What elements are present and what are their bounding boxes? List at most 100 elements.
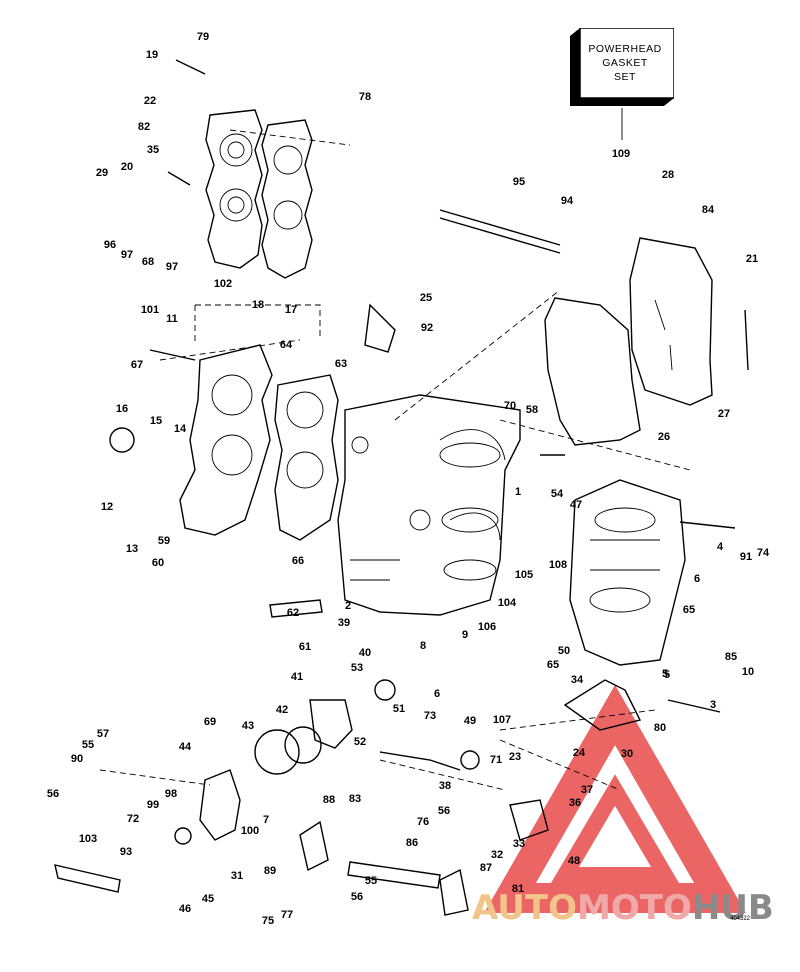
callout-50: 50 (558, 645, 570, 657)
linkage-parts (54, 59, 749, 916)
watermark-auto: AUTO (472, 888, 577, 928)
callout-95: 95 (513, 176, 525, 188)
callout-37: 37 (581, 784, 593, 796)
callout-10: 10 (742, 666, 754, 678)
callout-97: 97 (121, 249, 133, 261)
callout-93: 93 (120, 846, 132, 858)
callout-49: 49 (464, 715, 476, 727)
gasket-line-2: GASKET (602, 57, 648, 69)
callout-101: 101 (141, 304, 159, 316)
callout-94: 94 (561, 195, 574, 207)
callout-18: 18 (252, 299, 264, 311)
callout-79: 79 (197, 31, 209, 43)
callout-36: 36 (569, 797, 581, 809)
callout-2: 2 (345, 600, 351, 612)
callout-48: 48 (568, 855, 580, 867)
callout-88: 88 (323, 794, 335, 806)
callout-19: 19 (146, 49, 158, 61)
callout-83: 83 (349, 793, 361, 805)
callout-17: 17 (285, 304, 297, 316)
callout-63: 63 (335, 358, 347, 370)
callout-73: 73 (424, 710, 436, 722)
callout-26: 26 (658, 431, 670, 443)
callout-52: 52 (354, 736, 366, 748)
callout-90: 90 (71, 753, 83, 765)
gasket-set-label: POWERHEAD GASKET SET (578, 42, 672, 84)
callout-55: 55 (365, 875, 377, 887)
gasket-63 (274, 374, 339, 541)
callout-103: 103 (79, 833, 97, 845)
watermark-moto: MOTO (576, 888, 692, 928)
callout-98: 98 (165, 788, 177, 800)
callout-59: 59 (158, 535, 170, 547)
crankcase-half (569, 479, 686, 666)
callout-67: 67 (131, 359, 143, 371)
callout-51: 51 (393, 703, 405, 715)
callout-89: 89 (264, 865, 276, 877)
callout-91: 91 (740, 551, 752, 563)
callout-76: 76 (417, 816, 429, 828)
callout-78: 78 (359, 91, 371, 103)
watermark-triangle (484, 684, 746, 913)
callout-45: 45 (202, 893, 214, 905)
callout-4: 4 (717, 541, 724, 553)
watermark-text: AUTOMOTOHUB (472, 888, 774, 928)
callout-25: 25 (420, 292, 432, 304)
callout-41: 41 (291, 671, 303, 683)
callout-97: 97 (166, 261, 178, 273)
callout-44: 44 (179, 741, 192, 753)
callout-70: 70 (504, 400, 516, 412)
callout-53: 53 (351, 662, 363, 674)
callout-68: 68 (142, 256, 154, 268)
callout-6: 6 (694, 573, 700, 585)
drawing-code: 404322 (730, 916, 751, 922)
callout-57: 57 (97, 728, 109, 740)
callout-28: 28 (662, 169, 674, 181)
callout-3: 3 (710, 699, 716, 711)
callout-85: 85 (725, 651, 737, 663)
callout-99: 99 (147, 799, 159, 811)
callout-82: 82 (138, 121, 150, 133)
callout-22: 22 (144, 95, 156, 107)
callout-46: 46 (179, 903, 191, 915)
callout-5: 5 (664, 669, 670, 681)
callout-80: 80 (654, 722, 666, 734)
callout-65: 65 (683, 604, 695, 616)
callout-106: 106 (478, 621, 496, 633)
exhaust-gasket (544, 297, 641, 446)
callout-23: 23 (509, 751, 521, 763)
callout-66: 66 (292, 555, 304, 567)
callout-64: 64 (280, 339, 293, 351)
cylinder-head (205, 109, 263, 269)
watermark-hub: HUB (691, 888, 774, 928)
callout-30: 30 (621, 748, 633, 760)
callout-1: 1 (515, 486, 521, 498)
callout-34: 34 (571, 674, 584, 686)
callout-62: 62 (287, 607, 299, 619)
callout-24: 24 (573, 747, 586, 759)
gasket-line-1: POWERHEAD (588, 43, 662, 55)
bypass-cover (179, 344, 273, 536)
callout-77: 77 (281, 909, 293, 921)
callout-100: 100 (241, 825, 259, 837)
callout-71: 71 (490, 754, 502, 766)
callout-104: 104 (498, 597, 517, 609)
callout-29: 29 (96, 167, 108, 179)
callout-39: 39 (338, 617, 350, 629)
callout-55: 55 (82, 739, 94, 751)
callout-86: 86 (406, 837, 418, 849)
callout-65: 65 (547, 659, 559, 671)
callout-21: 21 (746, 253, 758, 265)
callout-102: 102 (214, 278, 232, 290)
callout-92: 92 (421, 322, 433, 334)
callout-8: 8 (420, 640, 426, 652)
callout-87: 87 (480, 862, 492, 874)
callout-108: 108 (549, 559, 567, 571)
callout-74: 74 (757, 547, 770, 559)
callout-61: 61 (299, 641, 311, 653)
callout-12: 12 (101, 501, 113, 513)
callout-13: 13 (126, 543, 138, 555)
callout-40: 40 (359, 647, 371, 659)
callout-5: 5 (662, 668, 668, 680)
